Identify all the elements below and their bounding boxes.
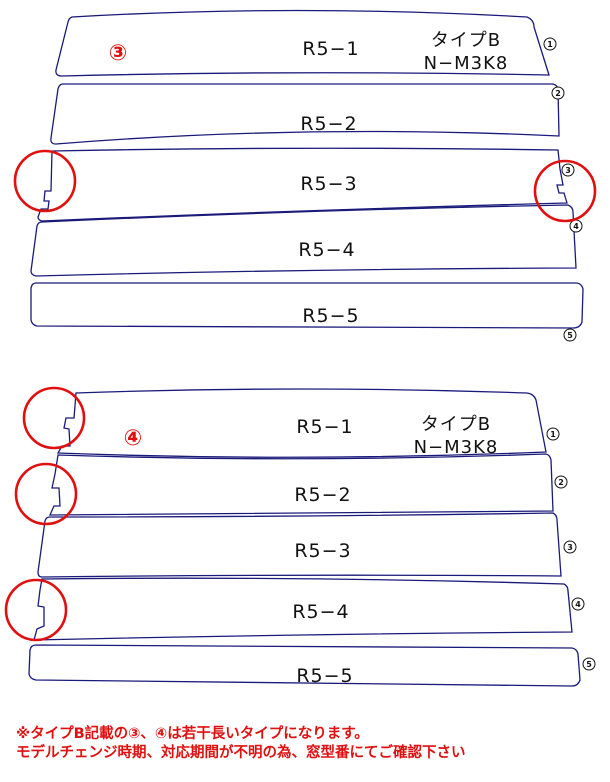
section-a: R5−1 R5−2 R5−3 R5−4 R5−5 タイプB N−M3K8 ③ 1… xyxy=(13,9,597,342)
highlight-ring-a-right xyxy=(533,159,597,223)
highlight-ring-a-left xyxy=(13,149,77,213)
band-a-5-label: R5−5 xyxy=(302,305,359,327)
section-b: R5−1 R5−2 R5−3 R5−4 R5−5 タイプB N−M3K8 ④ 1… xyxy=(4,386,596,687)
band-b-1-label: R5−1 xyxy=(296,416,353,438)
band-a-1-number: 1 xyxy=(547,40,553,49)
part-code-b: N−M3K8 xyxy=(414,437,499,458)
band-b-3-number: 3 xyxy=(567,543,573,552)
band-a-1-label: R5−1 xyxy=(302,38,359,60)
band-a-5-number-badge: 5 xyxy=(563,328,577,342)
band-a-2-number: 2 xyxy=(555,89,561,98)
band-a-5-outline xyxy=(30,282,584,329)
type-name-a: タイプB xyxy=(431,30,501,51)
band-a-2-label: R5−2 xyxy=(300,113,357,135)
band-b-5-label: R5−5 xyxy=(296,665,353,687)
band-b-3-number-badge: 3 xyxy=(563,540,577,554)
band-a-4-label: R5−4 xyxy=(298,239,355,261)
band-b-5-outline xyxy=(28,644,581,687)
highlight-ring-b-top xyxy=(22,386,86,450)
band-b-1-number: 1 xyxy=(550,430,556,439)
band-b-1-number-badge: 1 xyxy=(546,427,560,441)
note-line-1: ※タイプB記載の③、④は若干長いタイプになります。 xyxy=(16,726,369,742)
band-b-4-number: 4 xyxy=(575,600,581,609)
band-b-4-number-badge: 4 xyxy=(571,597,585,611)
band-b-4-label: R5−4 xyxy=(292,601,349,623)
section-mark-b: ④ xyxy=(124,426,143,451)
band-a-5-number: 5 xyxy=(567,331,573,340)
band-b-2-number: 2 xyxy=(558,478,564,487)
band-a-3-outline xyxy=(37,147,568,222)
band-a-1-number-badge: 1 xyxy=(543,37,557,51)
band-a-4-outline xyxy=(30,204,577,277)
band-b-1-outline xyxy=(56,388,547,458)
band-a-4-number-badge: 4 xyxy=(569,219,583,233)
type-name-b: タイプB xyxy=(421,414,491,435)
highlight-ring-b-middle xyxy=(14,462,78,526)
band-b-5-number: 5 xyxy=(586,660,592,669)
band-b-3-label: R5−3 xyxy=(294,540,351,562)
band-b-5-number-badge: 5 xyxy=(582,657,596,671)
band-b-4-outline xyxy=(33,577,573,641)
highlight-ring-b-bottom xyxy=(4,578,68,642)
band-a-2-number-badge: 2 xyxy=(551,86,565,100)
band-a-3-number: 3 xyxy=(565,166,571,175)
band-a-1-outline xyxy=(55,9,550,77)
band-b-2-number-badge: 2 xyxy=(554,475,568,489)
section-mark-a: ③ xyxy=(109,41,128,66)
band-a-4-number: 4 xyxy=(573,222,579,231)
band-a-3-number-badge: 3 xyxy=(561,163,575,177)
part-code-a: N−M3K8 xyxy=(424,53,509,74)
note-line-2: モデルチェンジ時期、対応期間が不明の為、窓型番にてご確認下さい xyxy=(16,745,466,761)
band-b-2-outline xyxy=(48,453,554,516)
band-a-3-label: R5−3 xyxy=(300,173,357,195)
band-b-3-outline xyxy=(37,512,562,578)
band-b-2-label: R5−2 xyxy=(294,484,351,506)
